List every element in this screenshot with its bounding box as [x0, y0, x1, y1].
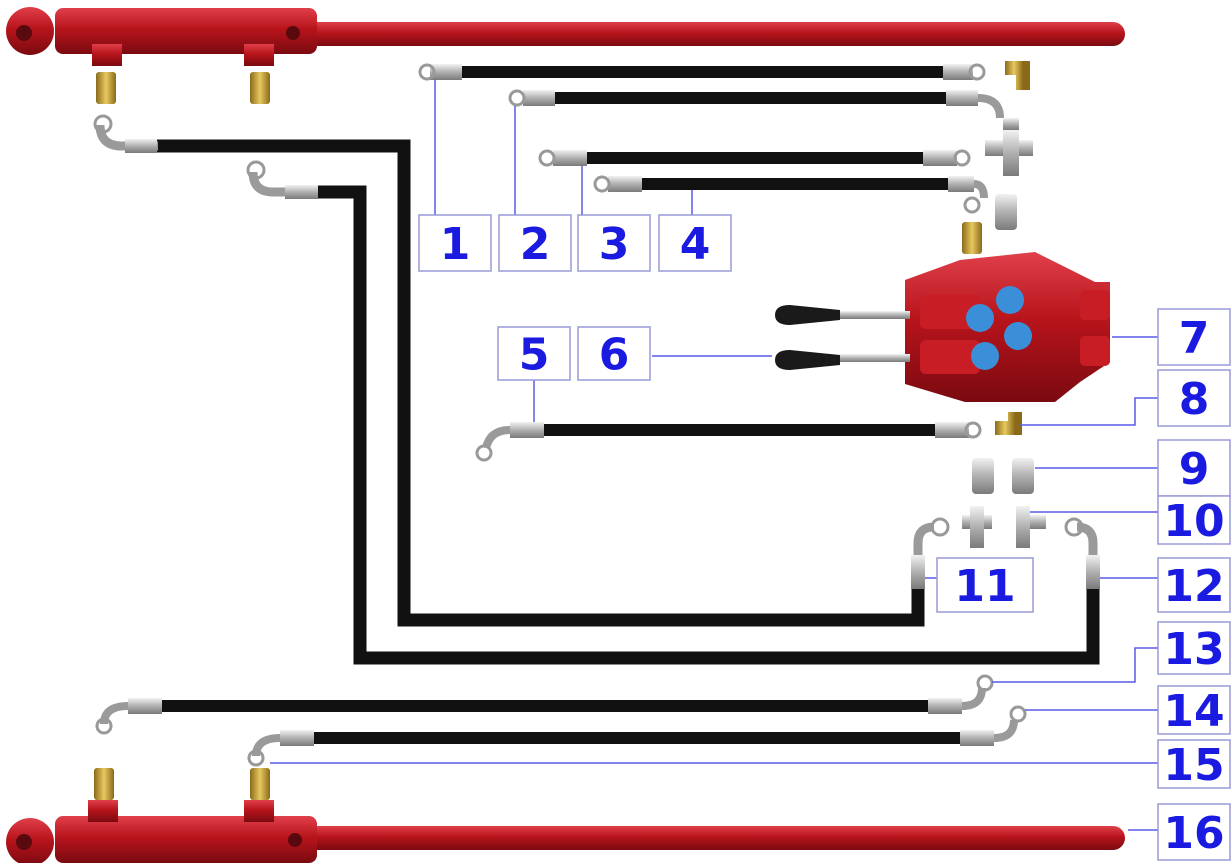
callout-12: 12: [1157, 557, 1231, 613]
callout-box: [1157, 495, 1231, 545]
hydraulic-hose-icon: [475, 421, 982, 462]
callout-2: 2: [498, 214, 572, 272]
bottom-cylinder-port: [88, 800, 118, 822]
callout-7: 7: [1157, 308, 1231, 366]
top-cylinder-port: [92, 44, 122, 66]
callout-13: 13: [1157, 621, 1231, 675]
callout-box: [497, 326, 571, 381]
callout-11: 11: [936, 557, 1034, 613]
pipe-fitting-icon: [93, 114, 1100, 589]
bottom-cylinder-rod: [300, 826, 1125, 850]
callout-number: 15: [1163, 740, 1224, 791]
callout-box: [577, 326, 651, 381]
callout-number: 12: [1163, 561, 1224, 612]
pipe-fitting-icon: [985, 61, 1033, 230]
callout-4: 4: [658, 214, 732, 272]
callout-box: [1157, 739, 1231, 789]
top-cylinder-port: [244, 44, 274, 66]
leader-lines: [270, 80, 1158, 831]
callout-5: 5: [497, 326, 571, 381]
callout-3: 3: [577, 214, 651, 272]
bottom-cylinder-port: [244, 800, 274, 822]
callout-number: 13: [1163, 624, 1224, 675]
valve-port-icon: [966, 304, 994, 332]
callout-15: 15: [1157, 739, 1231, 791]
hydraulic-hose-icon: [95, 674, 1027, 767]
callout-box: [577, 214, 651, 272]
callout-1: 1: [418, 214, 492, 272]
callout-box: [418, 214, 492, 272]
callout-number: 7: [1179, 313, 1210, 364]
callout-number: 9: [1179, 444, 1210, 495]
callout-number: 10: [1163, 496, 1224, 547]
callout-box: [1157, 557, 1231, 613]
pipe-fitting-icon: [94, 72, 982, 800]
callout-number: 3: [599, 219, 630, 270]
bottom-cylinder-barrel: [55, 816, 317, 863]
callout-number: 14: [1163, 686, 1224, 737]
callout-box: [936, 557, 1034, 613]
callout-number: 1: [440, 219, 471, 270]
callout-8: 8: [1157, 369, 1231, 427]
callout-box: [1157, 621, 1231, 675]
valve-handle-icon: [775, 305, 910, 370]
callout-number: 2: [520, 219, 551, 270]
callout-number: 16: [1163, 808, 1224, 859]
callout-box: [658, 214, 732, 272]
callout-9: 9: [1157, 439, 1231, 497]
callout-box: [1157, 439, 1231, 497]
top-cylinder-barrel: [55, 8, 317, 54]
pipe-fitting-icon: [962, 412, 1046, 548]
top-cylinder: [6, 7, 1125, 66]
callout-number: 8: [1179, 374, 1210, 425]
bottom-cylinder: [6, 800, 1125, 863]
callout-box: [498, 214, 572, 272]
callout-box: [1157, 685, 1231, 735]
callout-number: 4: [680, 219, 711, 270]
callout-16: 16: [1157, 803, 1231, 861]
valve-port-icon: [996, 286, 1024, 314]
callout-10: 10: [1157, 495, 1231, 547]
callout-box: [1157, 369, 1231, 427]
top-cylinder-rod: [300, 22, 1125, 46]
callout-6: 6: [577, 326, 651, 381]
hydraulic-hose-icon: [155, 139, 1100, 665]
valve-port-icon: [1004, 322, 1032, 350]
callout-box: [1157, 803, 1231, 861]
valve-port-icon: [971, 342, 999, 370]
control-valve-icon: [905, 252, 1110, 402]
callout-number: 6: [599, 330, 630, 381]
callout-number: 5: [519, 330, 550, 381]
hydraulic-hose-icon: [418, 63, 1004, 214]
callout-14: 14: [1157, 685, 1231, 737]
callout-number: 11: [954, 561, 1015, 612]
callout-box: [1157, 308, 1231, 366]
